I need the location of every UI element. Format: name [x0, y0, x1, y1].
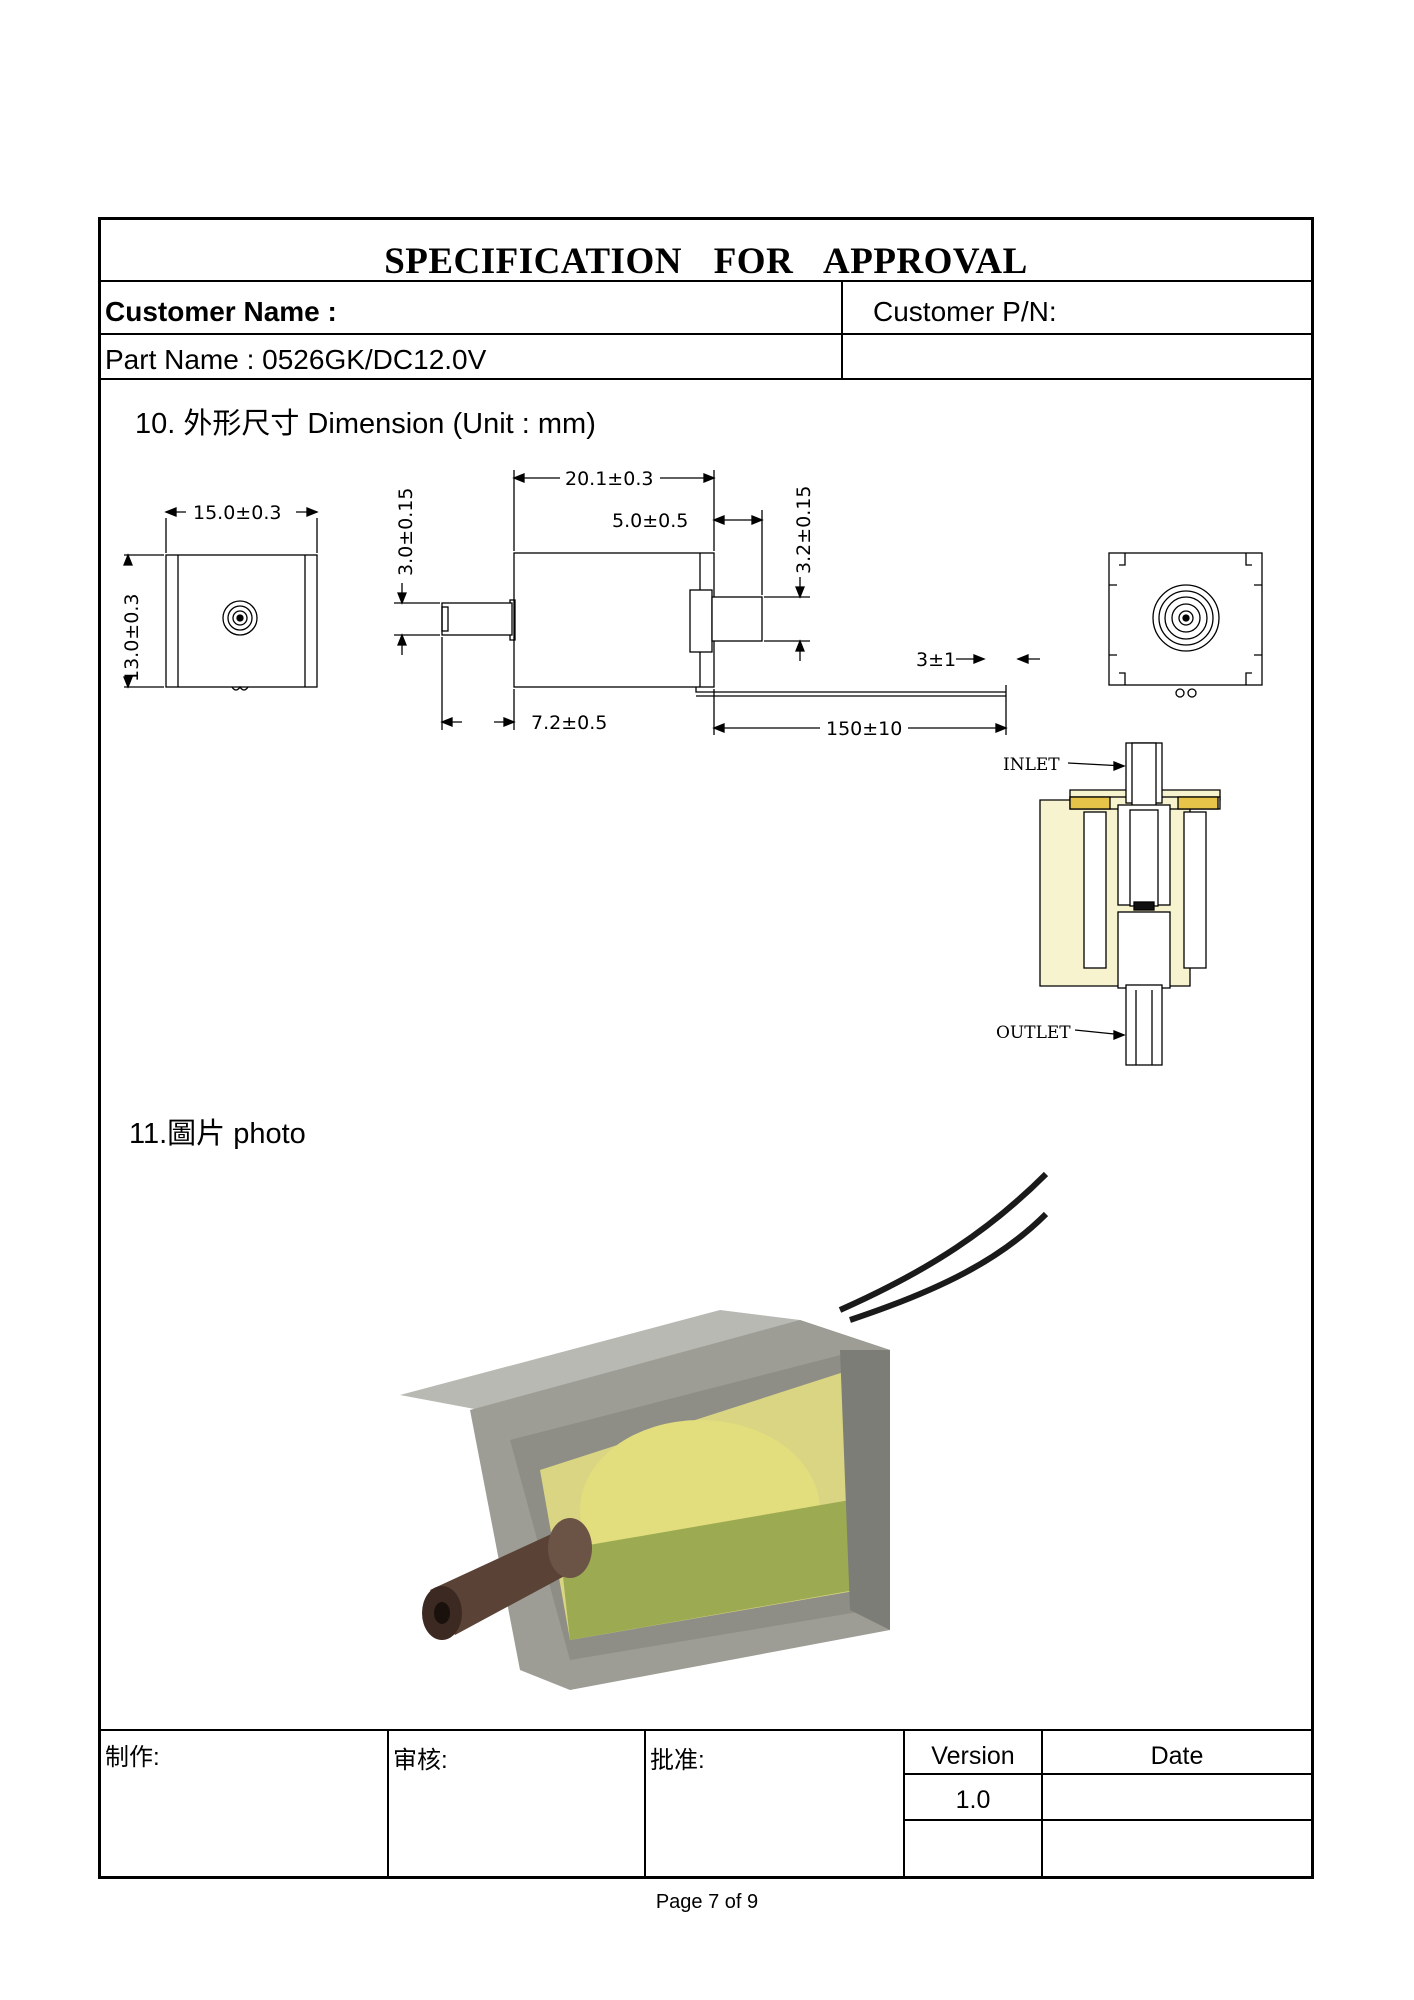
- dimension-drawing: 15.0±0.3 13.0±0.3 20.1±0.3 5.0±0.5 3.0±0…: [121, 468, 1263, 1066]
- rule: [101, 378, 1311, 380]
- page-number: Page 7 of 9: [655, 1891, 759, 1913]
- made-by-label: 制作:: [105, 1744, 160, 1771]
- dim-width-front: 15.0±0.3: [193, 502, 281, 524]
- rule: [841, 280, 843, 379]
- rule: [903, 1773, 1311, 1775]
- rule: [387, 1729, 389, 1879]
- rule: [903, 1729, 905, 1879]
- version-value: 1.0: [955, 1786, 991, 1814]
- rule: [101, 333, 1311, 335]
- customer-name-label: Customer Name :: [105, 296, 337, 327]
- document-title: SPECIFICATION FOR APPROVAL: [384, 241, 1028, 282]
- inlet-label: INLET: [1003, 755, 1060, 775]
- section-11-title: 11.圖片 photo: [129, 1118, 306, 1150]
- dim-wire-length: 150±10: [826, 718, 902, 740]
- rule: [644, 1729, 646, 1879]
- rule: [101, 280, 1311, 282]
- reviewed-by-label: 审核:: [393, 1747, 448, 1774]
- version-header: Version: [931, 1742, 1015, 1770]
- valve-photo: [400, 1171, 1049, 1690]
- rule: [101, 1729, 1311, 1731]
- valve-cutaway: [1039, 742, 1221, 1066]
- dim-wire-strip: 3±1: [916, 649, 956, 671]
- dim-body-length: 20.1±0.3: [565, 468, 653, 490]
- date-header: Date: [1150, 1742, 1204, 1770]
- customer-pn-label: Customer P/N:: [873, 296, 1057, 327]
- dim-outlet-offset: 3.2±0.15: [793, 486, 815, 574]
- spec-sheet-frame: SPECIFICATION FOR APPROVAL Customer Name…: [98, 217, 1314, 1879]
- dim-height-front: 13.0±0.3: [121, 594, 143, 682]
- dim-inlet-length: 7.2±0.5: [531, 712, 607, 734]
- dim-outlet-length: 5.0±0.5: [612, 510, 688, 532]
- dim-inlet-offset: 3.0±0.15: [395, 488, 417, 576]
- outlet-nozzle: [711, 596, 763, 642]
- side-view-body: [513, 552, 715, 688]
- rule: [903, 1819, 1311, 1821]
- part-name-label: Part Name : 0526GK/DC12.0V: [105, 344, 487, 375]
- rule: [1041, 1729, 1043, 1879]
- approved-by-label: 批准:: [650, 1747, 705, 1774]
- outlet-label: OUTLET: [996, 1023, 1071, 1043]
- inlet-nozzle: [441, 602, 513, 636]
- section-10-title: 10. 外形尺寸 Dimension (Unit : mm): [135, 408, 596, 440]
